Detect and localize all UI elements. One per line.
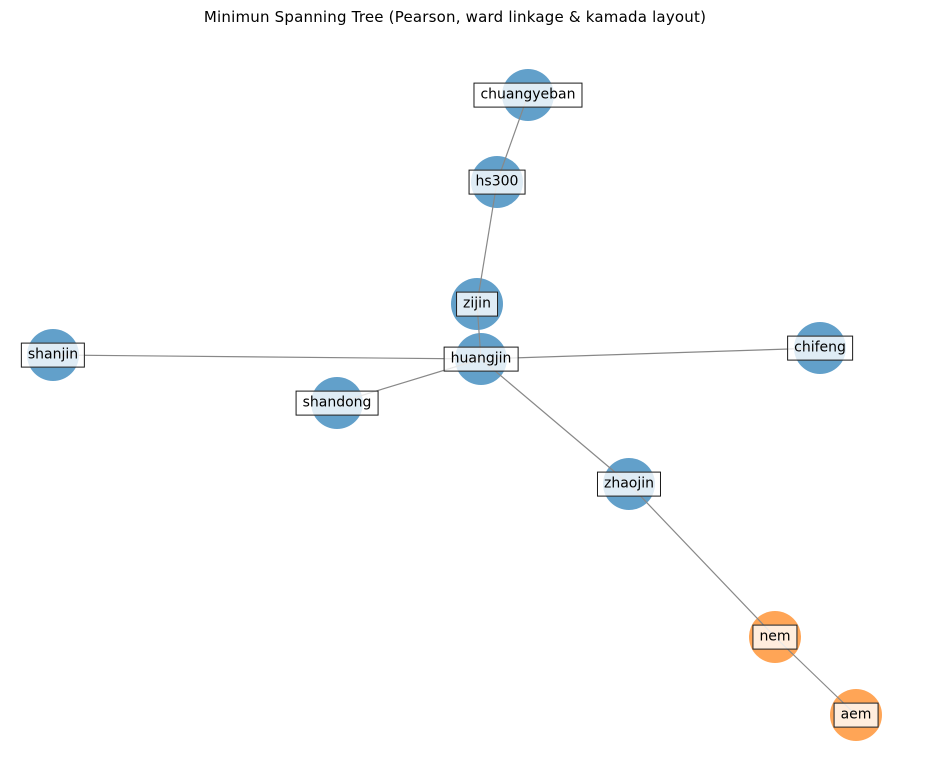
edge-zhaojin-nem	[628, 483, 776, 638]
chart-title: Minimun Spanning Tree (Pearson, ward lin…	[203, 8, 707, 26]
edge-huangjin-chifeng	[480, 347, 821, 360]
edge-chuangyeban-hs300	[496, 94, 529, 183]
edge-huangjin-zhaojin	[480, 358, 630, 485]
edge-nem-aem	[774, 636, 857, 716]
edge-huangjin-shanjin	[52, 354, 482, 360]
edge-huangjin-shandong	[336, 358, 482, 404]
edge-hs300-zijin	[476, 181, 498, 305]
